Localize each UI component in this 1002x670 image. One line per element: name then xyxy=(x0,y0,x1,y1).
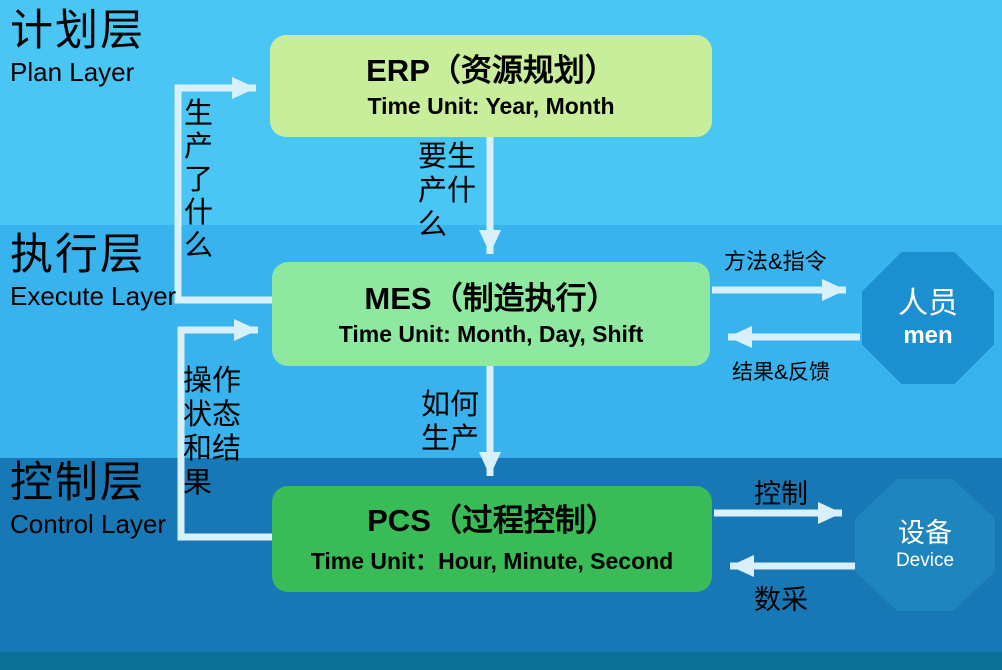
execute-layer-subtitle: Execute Layer xyxy=(10,281,177,312)
men-node-subtitle: men xyxy=(903,321,953,349)
control-layer-title: 控制层 xyxy=(10,459,145,507)
erp-subtitle: Time Unit: Year, Month xyxy=(367,92,615,119)
plan-layer-label: 计划层 Plan Layer xyxy=(10,7,145,88)
arrow-label-pcs-to-mes: 操作状态和结果 xyxy=(183,365,242,499)
mes-title: MES（制造执行） xyxy=(364,281,618,317)
pcs-title: PCS（过程控制） xyxy=(367,502,617,538)
arrow-label-erp-to-mes: 要生产什么 xyxy=(418,141,477,241)
erp-title: ERP（资源规划） xyxy=(366,53,616,89)
plan-layer-subtitle: Plan Layer xyxy=(10,57,135,88)
control-layer-subtitle: Control Layer xyxy=(10,509,167,540)
arrow-label-mes-to-pcs: 如何生产 xyxy=(421,389,480,455)
arrow-label-device-to-pcs: 数采 xyxy=(754,585,808,615)
footer-band xyxy=(0,652,1002,670)
execute-layer-title: 执行层 xyxy=(10,231,145,279)
mes-subtitle: Time Unit: Month, Day, Shift xyxy=(338,320,644,347)
control-layer-label: 控制层 Control Layer xyxy=(10,459,167,540)
men-node-title: 人员 xyxy=(898,286,958,320)
men-node: 人员 men xyxy=(862,252,994,384)
arrow-label-pcs-to-device: 控制 xyxy=(754,479,808,509)
device-node: 设备 Device xyxy=(855,479,995,611)
execute-layer-label: 执行层 Execute Layer xyxy=(10,231,177,312)
pcs-subtitle: Time Unit：Hour, Minute, Second xyxy=(310,548,674,575)
arrow-label-men-to-mes: 结果&反馈 xyxy=(732,361,831,384)
mes-box: MES（制造执行） Time Unit: Month, Day, Shift xyxy=(272,262,710,366)
arrow-label-mes-to-men: 方法&指令 xyxy=(724,249,827,274)
erp-box: ERP（资源规划） Time Unit: Year, Month xyxy=(270,35,712,137)
device-node-subtitle: Device xyxy=(895,549,955,571)
arrow-label-mes-to-erp: 生产了什么 xyxy=(184,98,214,262)
device-node-title: 设备 xyxy=(898,518,952,549)
pcs-box: PCS（过程控制） Time Unit：Hour, Minute, Second xyxy=(272,486,712,592)
plan-layer-title: 计划层 xyxy=(10,7,145,55)
